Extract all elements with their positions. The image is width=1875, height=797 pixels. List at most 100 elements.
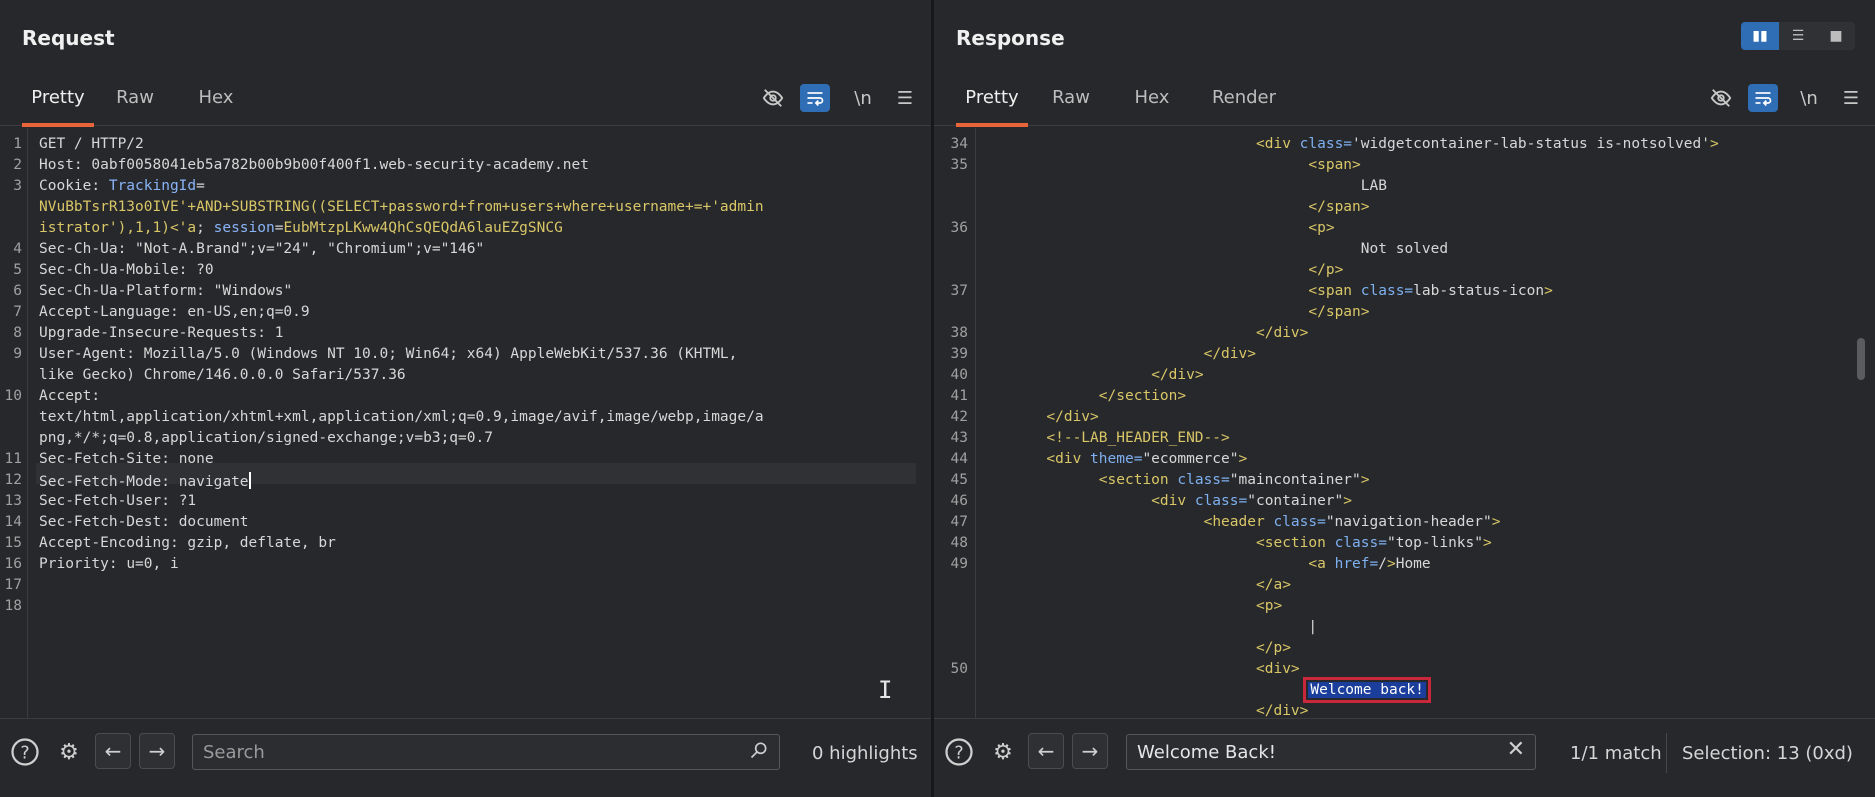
- tab-hex[interactable]: Hex: [198, 87, 234, 108]
- wrap-icon[interactable]: [800, 84, 830, 112]
- help-icon[interactable]: ?: [8, 735, 42, 769]
- line-number: 37: [950, 283, 968, 299]
- code-token: </span>: [1308, 199, 1370, 215]
- line-number: 39: [950, 346, 968, 362]
- code-token: Home: [1395, 556, 1431, 572]
- code-line: Accept-Language: en-US,en;q=0.9: [39, 304, 310, 320]
- line-number: 5: [13, 262, 22, 278]
- search-match-highlight: Welcome back!: [1303, 677, 1431, 703]
- request-search-input[interactable]: [203, 735, 672, 769]
- arrow-left-icon[interactable]: ←: [1028, 733, 1064, 769]
- code-line: </span>: [1308, 199, 1369, 215]
- line-number: 6: [13, 283, 22, 299]
- response-scrollbar[interactable]: [1857, 338, 1865, 380]
- code-token: class=: [1360, 283, 1414, 299]
- code-token: </div>: [1256, 703, 1309, 718]
- selection-info: Selection: 13 (0xd): [1682, 743, 1853, 764]
- code-line: <section class="maincontainer">: [1099, 472, 1370, 488]
- code-token: <span: [1308, 283, 1361, 299]
- svg-text:?: ?: [20, 743, 29, 763]
- tab-render[interactable]: Render: [1211, 87, 1277, 108]
- code-line: User-Agent: Mozilla/5.0 (Windows NT 10.0…: [39, 346, 737, 362]
- code-token: Sec-Fetch-Dest:: [39, 514, 179, 530]
- gear-icon[interactable]: ⚙: [59, 739, 79, 765]
- code-token: </span>: [1308, 304, 1370, 320]
- layout-single-icon[interactable]: ■: [1817, 22, 1855, 50]
- code-token: <section: [1256, 535, 1335, 551]
- code-token: =: [274, 220, 284, 236]
- response-editor[interactable]: 34<div class='widgetcontainer-lab-status…: [934, 128, 1875, 718]
- code-token: <div: [1151, 493, 1195, 509]
- wrap-icon[interactable]: [1748, 84, 1778, 112]
- line-number: 18: [4, 598, 22, 614]
- line-number: 42: [950, 409, 968, 425]
- code-token: </div>: [1151, 367, 1204, 383]
- newline-toggle[interactable]: \n: [854, 87, 872, 109]
- code-token: <span>: [1308, 157, 1361, 173]
- line-number: 4: [13, 241, 22, 257]
- eye-slash-icon[interactable]: [1706, 84, 1736, 112]
- response-title: Response: [956, 26, 1065, 50]
- menu-icon[interactable]: ☰: [1842, 87, 1860, 109]
- code-line: Sec-Fetch-Dest: document: [39, 514, 249, 530]
- pane-divider[interactable]: [931, 0, 934, 797]
- code-line: png,*/*;q=0.8,application/signed-exchang…: [39, 430, 493, 446]
- code-line: </div>: [1204, 346, 1256, 362]
- tab-hex[interactable]: Hex: [1134, 87, 1170, 108]
- request-search[interactable]: [192, 734, 780, 770]
- code-line: <p>: [1256, 598, 1282, 614]
- code-line: Not solved: [1361, 241, 1448, 257]
- code-line: </p>: [1256, 640, 1291, 656]
- code-line: |: [1308, 619, 1317, 635]
- code-token: 'widgetcontainer-lab-status is-notsolved…: [1352, 136, 1710, 152]
- code-token: <div: [1256, 136, 1300, 152]
- menu-icon[interactable]: ☰: [896, 87, 914, 109]
- code-line: Sec-Fetch-User: ?1: [39, 493, 196, 509]
- code-line: Accept-Encoding: gzip, deflate, br: [39, 535, 336, 551]
- code-token: Sec-Ch-Ua:: [39, 241, 136, 257]
- newline-toggle[interactable]: \n: [1800, 87, 1818, 109]
- line-number: 43: [950, 430, 968, 446]
- gear-icon[interactable]: ⚙: [993, 739, 1013, 765]
- layout-columns-icon[interactable]: ▮▮: [1741, 22, 1779, 50]
- code-line: </div>: [1151, 367, 1203, 383]
- code-line: </span>: [1308, 304, 1369, 320]
- response-search[interactable]: ✕: [1126, 734, 1536, 770]
- status-separator: [1666, 733, 1667, 773]
- code-token: ;: [196, 220, 214, 236]
- eye-slash-icon[interactable]: [758, 84, 788, 112]
- line-number: 10: [4, 388, 22, 404]
- arrow-right-icon[interactable]: →: [1072, 733, 1108, 769]
- code-line: Welcome back!: [1303, 677, 1431, 703]
- code-token: <header: [1203, 514, 1274, 530]
- code-line: <a href=/>Home: [1308, 556, 1430, 572]
- arrow-left-icon[interactable]: ←: [95, 733, 131, 769]
- code-line: Cookie: TrackingId=: [39, 178, 205, 194]
- code-token: document: [178, 514, 249, 530]
- code-line: <header class="navigation-header">: [1204, 514, 1501, 530]
- code-token: Cookie:: [39, 178, 109, 194]
- code-token: "Windows": [213, 283, 293, 299]
- arrow-right-icon[interactable]: →: [139, 733, 175, 769]
- response-search-input[interactable]: [1137, 735, 1464, 769]
- tab-pretty[interactable]: Pretty: [956, 78, 1028, 127]
- tab-raw[interactable]: Raw: [116, 87, 154, 108]
- close-icon[interactable]: ✕: [1506, 737, 1525, 762]
- code-token: navigate: [178, 474, 249, 490]
- layout-rows-icon[interactable]: ☰: [1779, 22, 1817, 50]
- code-token: Upgrade-Insecure-Requests:: [39, 325, 275, 341]
- tab-raw[interactable]: Raw: [1052, 87, 1090, 108]
- code-line: like Gecko) Chrome/146.0.0.0 Safari/537.…: [39, 367, 406, 383]
- help-icon[interactable]: ?: [942, 735, 976, 769]
- code-token: "maincontainer": [1229, 472, 1361, 488]
- code-line: </div>: [1256, 703, 1308, 718]
- code-line: <div theme="ecommerce">: [1046, 451, 1247, 467]
- tab-pretty[interactable]: Pretty: [22, 78, 94, 127]
- code-token: <p>: [1308, 220, 1335, 236]
- search-icon: [749, 739, 769, 766]
- request-tabs: Pretty Raw Hex: [0, 78, 931, 127]
- line-number: 3: [13, 178, 22, 194]
- code-token: Mozilla/5.0 (Windows NT 10.0; Win64; x64…: [143, 346, 738, 362]
